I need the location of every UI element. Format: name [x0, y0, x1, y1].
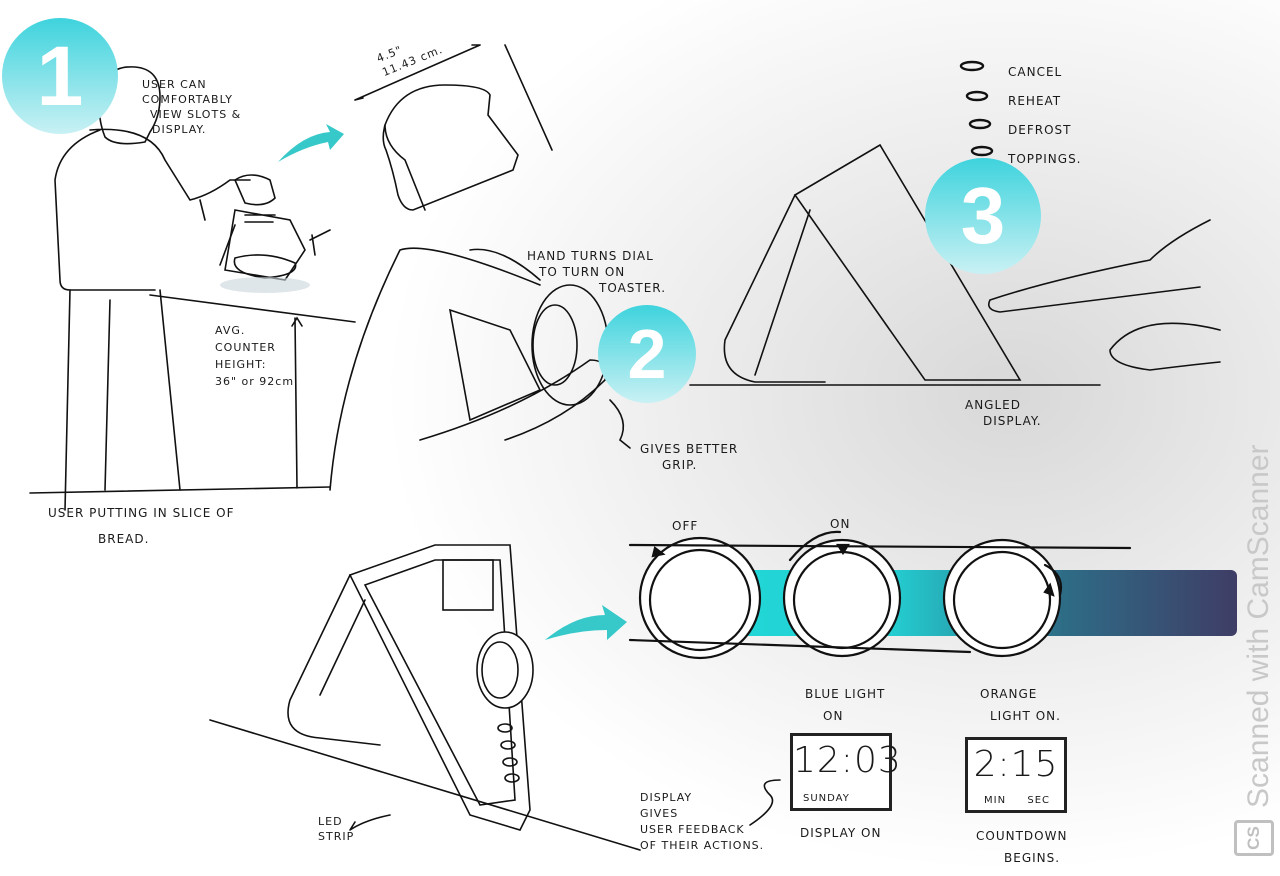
arrow-icon: [278, 124, 344, 162]
led-arrow: [349, 814, 391, 831]
dial-off-label: OFF: [672, 519, 699, 533]
countdown-min-label: MIN: [984, 795, 1007, 806]
countdown-sec-label: SEC: [1027, 795, 1050, 806]
button-label-cancel: CANCEL: [1008, 65, 1063, 79]
clock-day: SUNDAY: [803, 793, 850, 804]
arrow-icon: [545, 605, 627, 640]
feedback-arrow: [749, 779, 781, 826]
hand-dial-sketch: [329, 247, 631, 491]
camscanner-watermark: Scanned with CamScanner: [1242, 444, 1275, 808]
clock-time: 12:03: [793, 740, 902, 781]
toaster-shadow: [220, 277, 310, 293]
countdown-time: 2:15: [973, 744, 1059, 785]
step-2-badge: 2: [598, 305, 696, 403]
display-on-caption: DISPLAY ON: [800, 826, 882, 840]
step-3-badge: 3: [925, 158, 1041, 274]
function-buttons-list: CANCEL REHEAT DEFROST TOPPINGS.: [1008, 58, 1082, 174]
button-label-reheat: REHEAT: [1008, 94, 1062, 108]
step-1-badge: 1: [2, 18, 118, 134]
person-sketch: [54, 66, 276, 511]
camscanner-logo-icon: CS: [1234, 820, 1274, 856]
button-label-toppings: TOPPINGS.: [1008, 152, 1082, 166]
clock-display: 12:03 SUNDAY: [790, 733, 902, 811]
button-ovals: [959, 60, 994, 157]
background-shading: [380, 0, 1280, 876]
counter-lines: [29, 294, 356, 494]
angled-toaster-sketch: [689, 143, 1221, 386]
dial-on-label: ON: [830, 517, 851, 531]
countdown-display: 2:15 MIN SEC: [965, 737, 1067, 813]
bread-slice-sketch: [354, 44, 553, 211]
dial-sketches: [628, 530, 1132, 660]
small-toaster-sketch: [219, 209, 331, 281]
big-toaster-sketch: [209, 544, 641, 851]
button-label-defrost: DEFROST: [1008, 123, 1072, 137]
